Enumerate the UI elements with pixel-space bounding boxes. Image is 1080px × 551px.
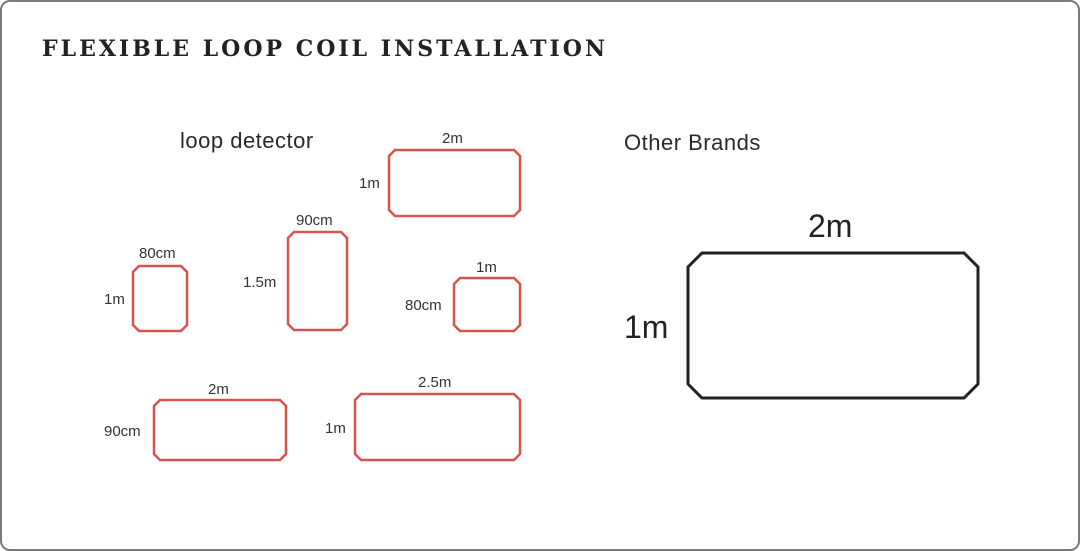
other-loop-top-label: 2m	[808, 208, 853, 244]
loop-90cm-1.5m	[286, 230, 349, 332]
loop-2m-90cm	[152, 398, 288, 462]
loop-2m-1m-top-label: 2m	[442, 130, 463, 147]
other-brands-heading: Other Brands	[624, 130, 761, 155]
loop-2m-90cm-side-label: 90cm	[104, 423, 141, 440]
loop-2.5m-1m-side-label: 1m	[325, 420, 346, 437]
loop-80cm-1m-side-label: 1m	[104, 291, 125, 308]
loop-2.5m-1m	[353, 392, 522, 462]
other-brand-loop	[686, 251, 980, 400]
loop-2m-90cm-top-label: 2m	[208, 381, 229, 398]
page-title: FLEXIBLE LOOP COIL INSTALLATION	[42, 36, 609, 62]
loop-2m-1m-side-label: 1m	[359, 175, 380, 192]
loop-2.5m-1m-top-label: 2.5m	[418, 374, 452, 391]
loop-90cm-1.5m-side-label: 1.5m	[243, 274, 277, 291]
loop-1m-80cm-side-label: 80cm	[405, 297, 442, 314]
loop-1m-80cm-top-label: 1m	[476, 259, 497, 276]
loop-1m-80cm	[452, 276, 522, 333]
other-loop-side-label: 1m	[624, 309, 669, 345]
loop-80cm-1m	[131, 264, 189, 333]
loop-80cm-1m-top-label: 80cm	[139, 245, 176, 262]
loop-2m-1m	[387, 148, 522, 218]
loop-detector-heading: loop detector	[180, 128, 314, 153]
loop-90cm-1.5m-top-label: 90cm	[296, 212, 333, 229]
